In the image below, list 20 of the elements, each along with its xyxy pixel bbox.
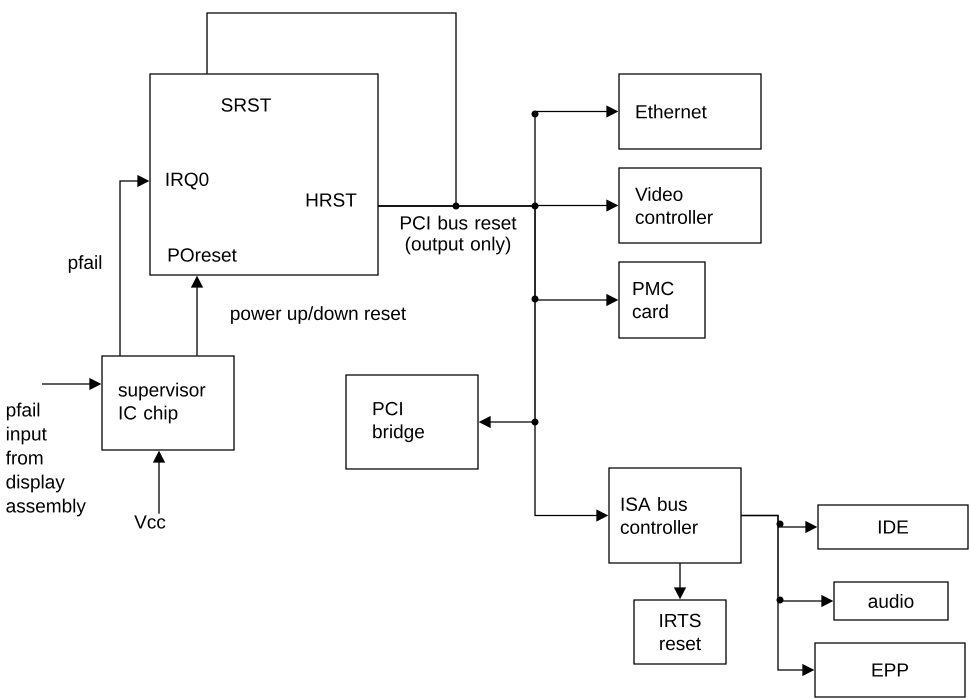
- component-box: supervisor IC chip: [101, 355, 235, 451]
- edge-label: PCI bus reset (output only): [387, 214, 529, 256]
- processor-box: [149, 73, 379, 276]
- component-box: PCI bridge: [345, 374, 479, 470]
- pin-label: HRST: [306, 193, 356, 207]
- component-box: PMC card: [618, 261, 706, 339]
- signal-label: Vcc: [134, 515, 166, 529]
- pin-label: IRQ0: [166, 172, 208, 190]
- component-box: Video controller: [618, 167, 762, 244]
- component-box: Ethernet: [618, 73, 762, 150]
- component-box: IDE: [817, 504, 969, 550]
- edge-label: pfail input from display assembly: [6, 402, 86, 516]
- component-box: EPP: [814, 642, 966, 698]
- component-box: ISA bus controller: [608, 467, 742, 564]
- component-box: audio: [833, 581, 949, 621]
- edge-label: pfail: [66, 254, 104, 274]
- edge-label: power up/down reset: [228, 305, 408, 325]
- component-box: IRTS reset: [633, 599, 727, 665]
- pin-label: SRST: [222, 98, 271, 112]
- pin-label: POreset: [168, 248, 237, 262]
